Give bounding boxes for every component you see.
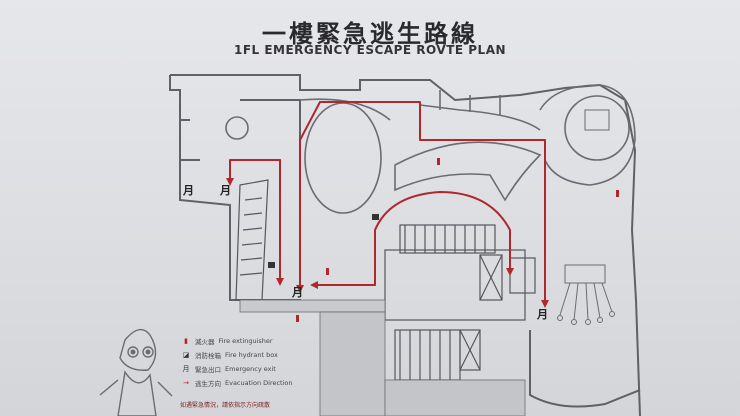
- fire-extinguisher-marks: [296, 158, 619, 322]
- emergency-exit-marks: ⽉ ⽉ ⽉ ⽉: [182, 184, 548, 321]
- evacuation-note: 如遇緊急情況，請依指示方向疏散: [180, 402, 271, 409]
- fire-extinguisher-icon: [296, 315, 299, 322]
- evacuation-route: [229, 101, 546, 301]
- mascot-illustration: [99, 328, 173, 416]
- fire-hydrant-box-icon: [372, 214, 379, 220]
- legend-label-zh: 滅火器: [195, 338, 215, 346]
- plan-title-english: 1FL EMERGENCY ESCAPE ROVTE PLAN: [233, 43, 507, 57]
- fire-extinguisher-icon: ▮: [184, 337, 188, 345]
- legend-label-en: Evacuation Direction: [225, 379, 293, 387]
- emergency-exit-icon: ⽉: [182, 184, 194, 197]
- legend-label-zh: 緊急出口: [195, 366, 221, 374]
- emergency-exit-icon: ⽉: [182, 365, 190, 373]
- emergency-exit-icon: ⽉: [536, 308, 548, 321]
- legend-label-en: Fire extinguisher: [218, 337, 273, 345]
- right-area-fixtures: [557, 109, 615, 325]
- fire-extinguisher-icon: [616, 190, 619, 197]
- stair-core: [235, 179, 536, 381]
- legend: ▮ 滅火器 Fire extinguisher ◪ 消防栓箱 Fire hydr…: [180, 334, 330, 390]
- legend-item-emergency-exit: ⽉ 緊急出口 Emergency exit: [180, 362, 330, 376]
- legend-label-en: Emergency exit: [225, 365, 276, 373]
- interior-curves: [225, 84, 636, 214]
- fire-extinguisher-icon: [437, 158, 440, 165]
- fire-extinguisher-icon: [326, 268, 329, 275]
- fire-hydrant-box-icon: ◪: [182, 351, 190, 359]
- legend-item-fire-extinguisher: ▮ 滅火器 Fire extinguisher: [180, 334, 330, 348]
- emergency-exit-icon: ⽉: [291, 286, 303, 299]
- fire-hydrant-box-marks: [268, 214, 379, 268]
- legend-label-zh: 消防栓箱: [195, 352, 221, 360]
- legend-label-zh: 逃生方向: [195, 380, 221, 388]
- evacuation-arrowheads: [226, 178, 549, 308]
- fire-hydrant-box-icon: [268, 262, 275, 268]
- legend-item-evacuation-direction: → 逃生方向 Evacuation Direction: [180, 376, 330, 390]
- emergency-exit-icon: ⽉: [219, 184, 231, 197]
- evacuation-direction-icon: →: [183, 379, 189, 387]
- plan-title-chinese: 一樓緊急逃生路線: [262, 20, 478, 48]
- corridor: [239, 299, 526, 416]
- legend-label-en: Fire hydrant box: [225, 351, 278, 359]
- legend-item-fire-hydrant-box: ◪ 消防栓箱 Fire hydrant box: [180, 348, 330, 362]
